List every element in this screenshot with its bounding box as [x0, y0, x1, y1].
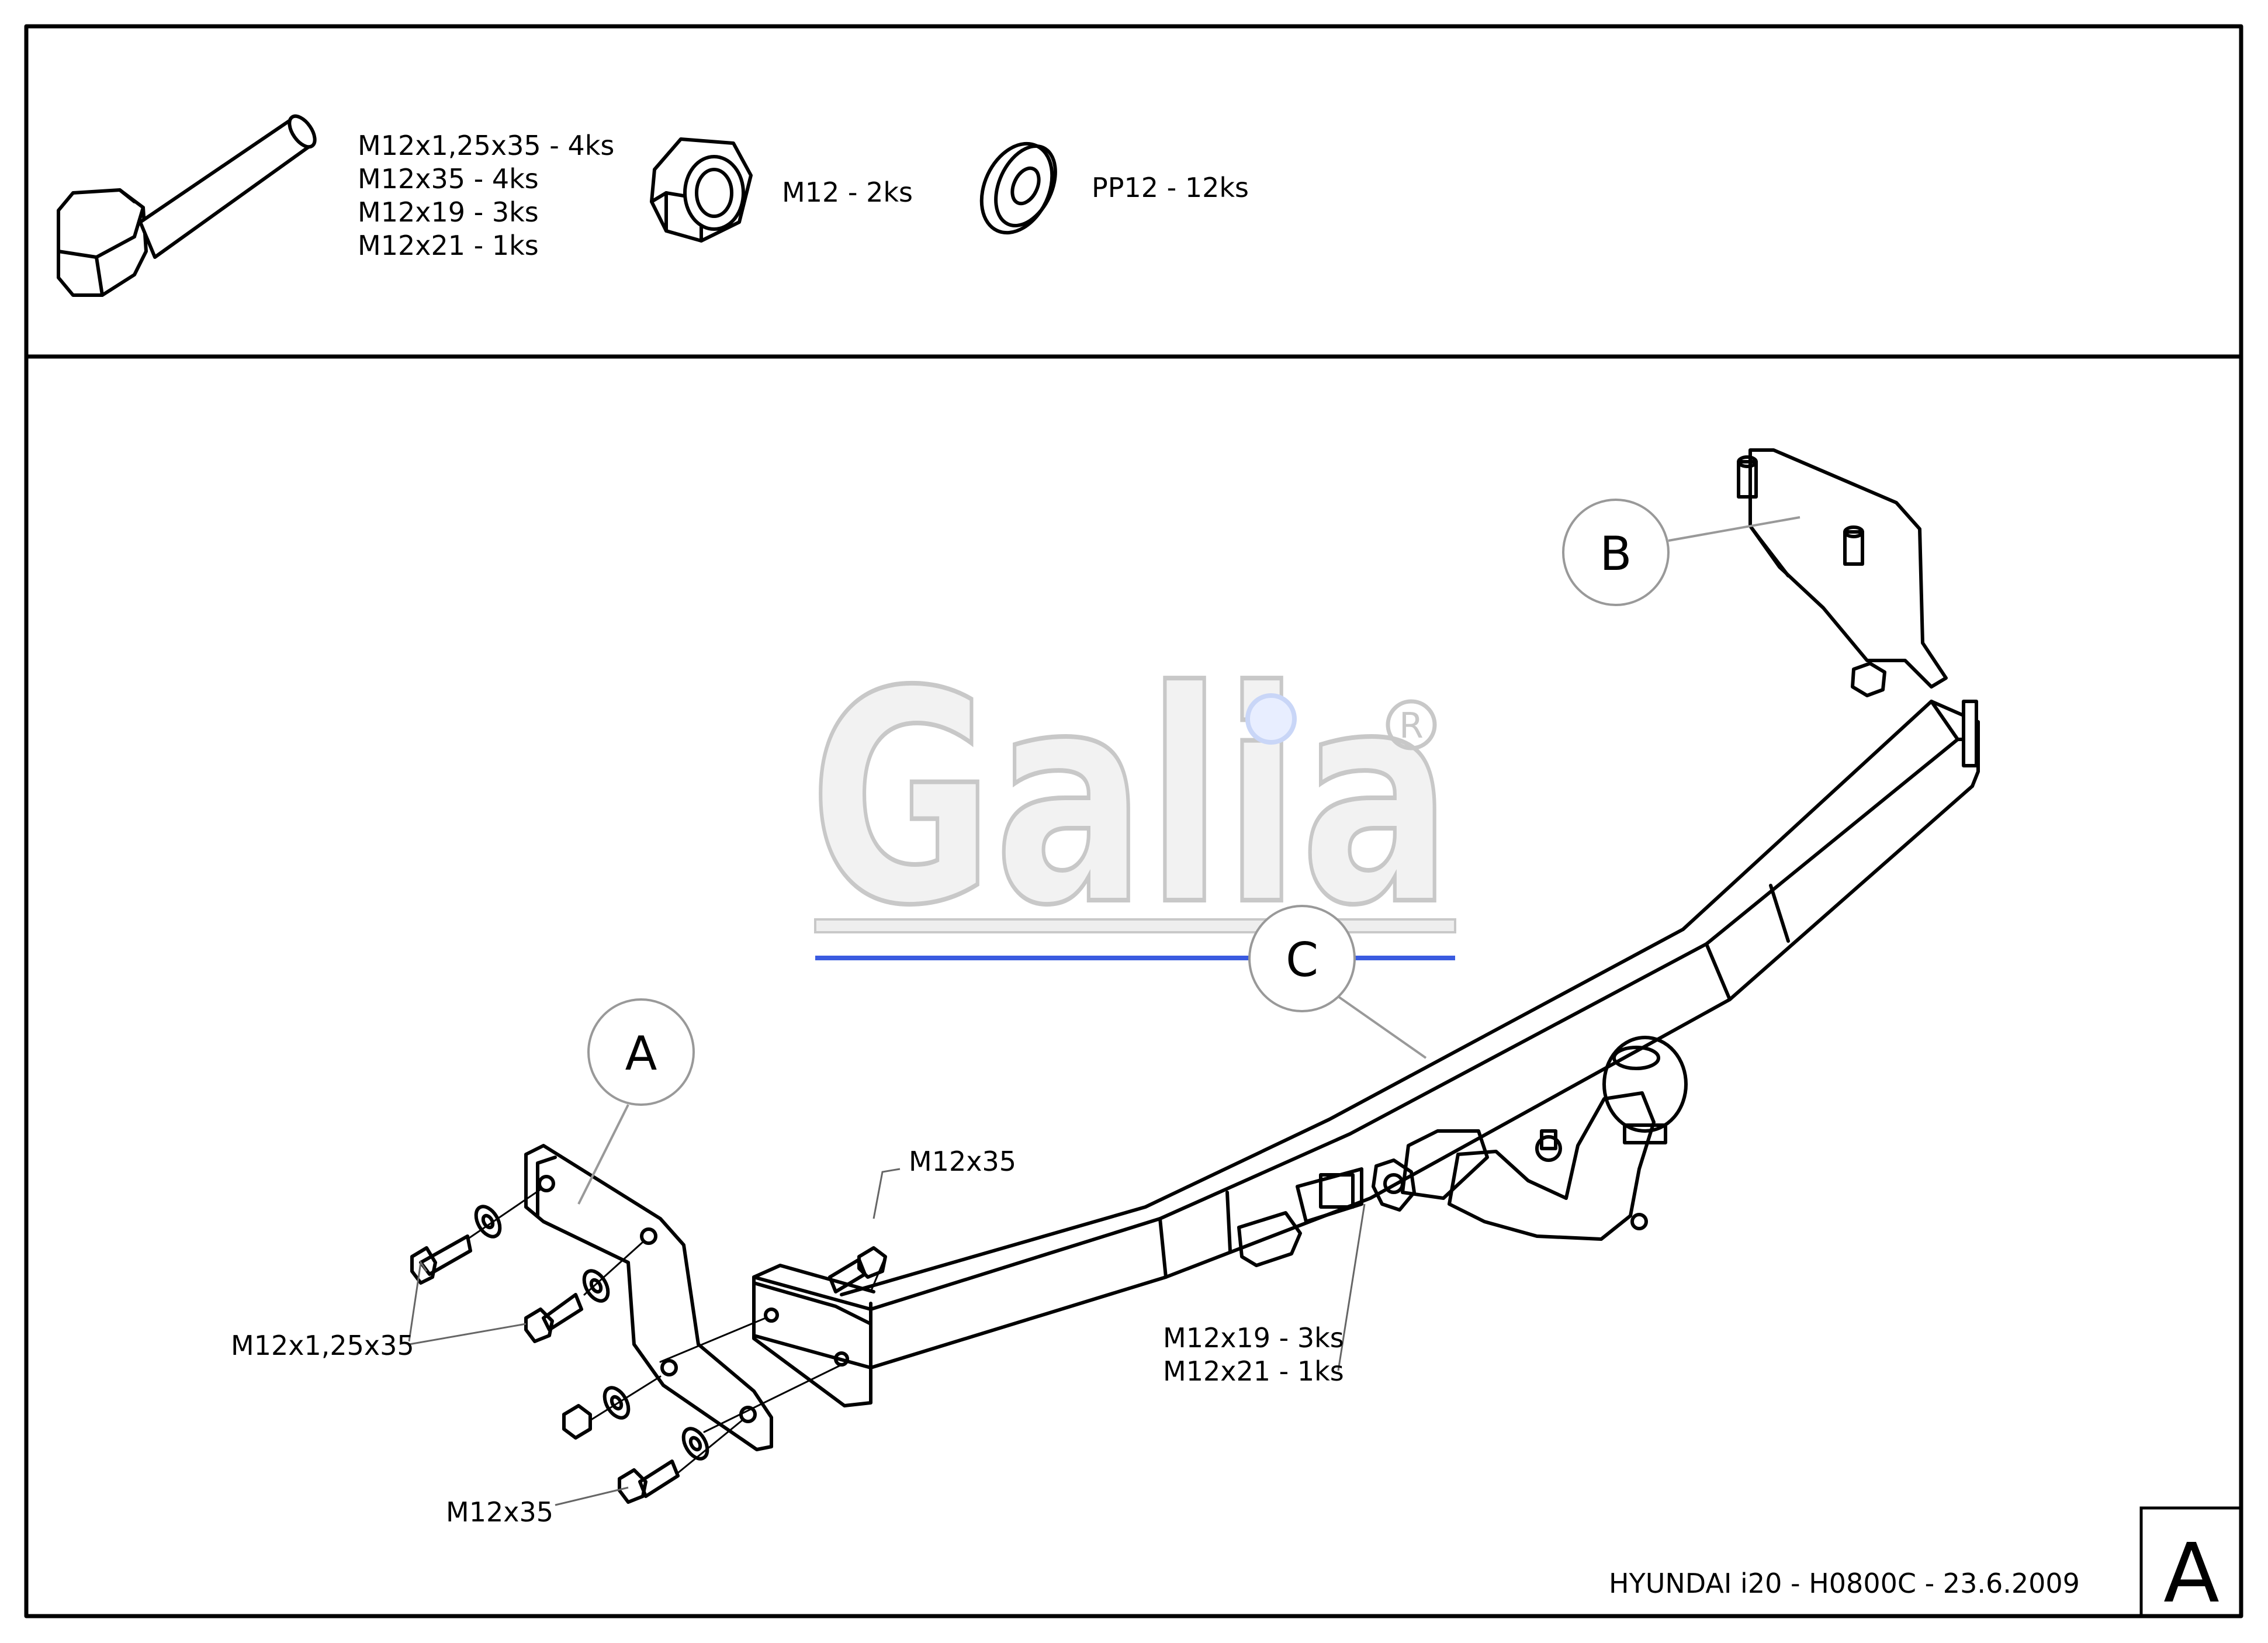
crossbar-tube [752, 700, 1980, 1369]
logo-dot [1245, 693, 1297, 745]
bolt-label-4: M12x21 - 1ks [358, 230, 539, 261]
label-m12x19: M12x19 - 3ks [1163, 1322, 1344, 1354]
bolt-a2 [524, 1293, 583, 1343]
bolt-label-2: M12x35 - 4ks [358, 163, 539, 195]
socket-bracket [1237, 1158, 1416, 1267]
label-m12x21: M12x21 - 1ks [1163, 1355, 1344, 1387]
callout-a-label: A [625, 1026, 657, 1081]
parts-nut-icon [650, 137, 753, 243]
washer-a1 [474, 1205, 502, 1239]
stud-b-upper [1737, 455, 1758, 499]
callout-b: B [1562, 499, 1800, 606]
callout-b-label: B [1600, 527, 1632, 581]
bolt-a1 [410, 1234, 472, 1285]
stud-b-lower [1843, 525, 1864, 566]
bolt-a4 [618, 1459, 680, 1504]
logo-registered-mark: R [1399, 705, 1424, 746]
drawing-frame [24, 24, 2243, 1618]
bracket-b [1748, 448, 1948, 689]
label-m12x125x35: M12x1,25x35 [231, 1330, 414, 1361]
logo-registered-circle [1386, 699, 1437, 750]
leader-lines [408, 1168, 1366, 1506]
bracket-a [524, 1144, 773, 1451]
callout-c-label: C [1286, 933, 1318, 987]
washer-a4 [681, 1427, 709, 1461]
callout-a: A [577, 998, 695, 1205]
bolt-top-m12x35 [828, 1246, 887, 1293]
title-block-text: HYUNDAI i20 - H0800C - 23.6.2009 [1609, 1568, 2080, 1599]
nut-a [562, 1404, 592, 1440]
washer-label: PP12 - 12ks [1092, 172, 1249, 203]
nut-label: M12 - 2ks [782, 177, 913, 208]
logo-text: Galia [809, 629, 1452, 969]
parts-bolt-icon [57, 114, 317, 297]
galia-logo: Galia R [807, 627, 1456, 971]
tow-ball-coupling [1401, 1036, 1688, 1241]
bolt-label-3: M12x19 - 3ks [358, 196, 539, 228]
sheet-letter: A [2163, 1526, 2219, 1621]
washer-a3 [603, 1386, 631, 1420]
bolt-label-1: M12x1,25x35 - 4ks [358, 130, 614, 161]
label-m12x35-bottom: M12x35 [446, 1496, 553, 1528]
parts-washer-icon [979, 141, 1057, 235]
assembly-alignment-lines [466, 1188, 887, 1474]
logo-stripe-blue [815, 956, 1455, 960]
callout-c: C [1248, 905, 1427, 1059]
title-block: HYUNDAI i20 - H0800C - 23.6.2009 A [1609, 1506, 2243, 1621]
logo-stripe-grey [814, 918, 1456, 933]
nut-b [1851, 662, 1886, 697]
label-m12x35-top: M12x35 [909, 1146, 1016, 1177]
